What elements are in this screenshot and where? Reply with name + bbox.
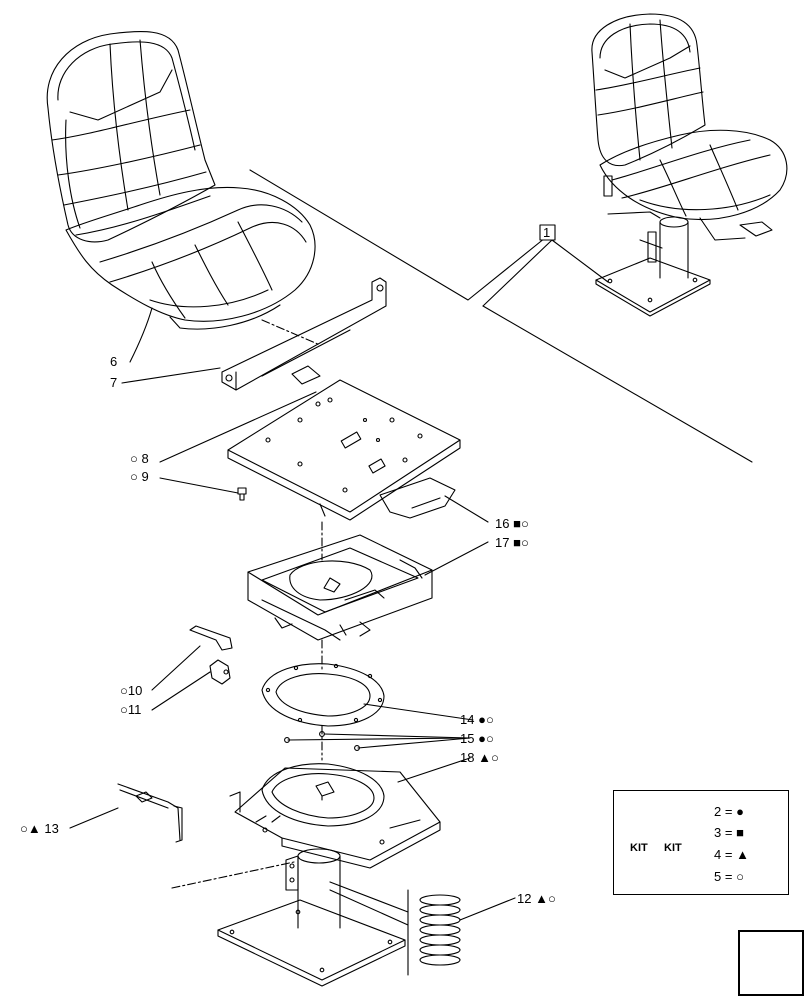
callout-9-number: 9 bbox=[141, 469, 149, 484]
complete-seat-assembly-drawing bbox=[591, 13, 788, 317]
callout-17-number: 17 bbox=[495, 535, 510, 550]
callout-7-number: 7 bbox=[110, 375, 118, 390]
callout-10-number: 10 bbox=[127, 683, 143, 698]
callout-16-label: 16 ■○ bbox=[495, 517, 529, 531]
pillar-base-drawing bbox=[217, 848, 406, 987]
callout-18-label: 18 ▲○ bbox=[460, 751, 499, 765]
callout-17-label: 17 ■○ bbox=[495, 536, 529, 550]
kit-box-text-left: KIT bbox=[630, 842, 648, 854]
callout-16-number: 16 bbox=[495, 516, 510, 531]
kit-legend: KIT KIT 2 = ● 3 = ■ 4 = ▲ 5 = ○ bbox=[613, 790, 789, 895]
open-circle-symbol: ○ bbox=[120, 683, 128, 698]
kit-legend-number: 3 bbox=[714, 825, 722, 840]
adjusting-rod-drawing bbox=[117, 783, 295, 889]
callout-6-number: 6 bbox=[110, 354, 118, 369]
open-circle-symbol: ○ bbox=[120, 702, 128, 717]
swivel-base-drawing bbox=[229, 763, 441, 869]
callout-12-number: 12 bbox=[517, 891, 532, 906]
kit-legend-equals: = bbox=[724, 847, 733, 862]
open-circle-symbol: ○ bbox=[20, 821, 28, 836]
leader-lines bbox=[69, 307, 516, 921]
open-circle-symbol: ○ bbox=[485, 731, 494, 746]
top-plate-drawing bbox=[227, 379, 461, 561]
filled-square-symbol: ■ bbox=[513, 516, 521, 531]
coil-spring-drawing bbox=[329, 881, 461, 976]
callout-13-label: ○▲ 13 bbox=[20, 822, 59, 836]
assembly-callout-lines bbox=[249, 169, 753, 463]
kit-box-text-right: KIT bbox=[664, 842, 682, 854]
kit-legend-equals: = bbox=[724, 804, 733, 819]
open-circle-symbol: ○ bbox=[485, 712, 494, 727]
filled-triangle-symbol: ▲ bbox=[478, 750, 491, 765]
callout-8-label: ○ 8 bbox=[130, 452, 149, 466]
filled-circle-symbol: ● bbox=[478, 712, 486, 727]
kit-legend-equals: = bbox=[724, 825, 733, 840]
seat-bracket-drawing bbox=[221, 277, 387, 391]
kit-legend-number: 4 bbox=[714, 847, 722, 862]
open-circle-symbol: ○ bbox=[547, 891, 556, 906]
filled-circle-symbol: ● bbox=[736, 804, 744, 819]
bolt-drawing bbox=[237, 487, 247, 501]
open-circle-symbol: ○ bbox=[130, 451, 138, 466]
kit-legend-row: 2 = ● bbox=[714, 804, 744, 819]
next-page-button[interactable] bbox=[738, 930, 804, 996]
open-circle-symbol: ○ bbox=[130, 469, 138, 484]
filled-square-symbol: ■ bbox=[513, 535, 521, 550]
kit-legend-row: 3 = ■ bbox=[714, 825, 744, 840]
kit-legend-row: 4 = ▲ bbox=[714, 847, 749, 862]
filled-triangle-symbol: ▲ bbox=[535, 891, 548, 906]
callout-13-number: 13 bbox=[44, 821, 59, 836]
filled-triangle-symbol: ▲ bbox=[736, 847, 749, 862]
callout-9-label: ○ 9 bbox=[130, 470, 149, 484]
callout-box-1 bbox=[539, 224, 556, 241]
callout-15-label: 15 ●○ bbox=[460, 732, 494, 746]
callout-10-label: ○10 bbox=[120, 684, 142, 698]
callout-18-number: 18 bbox=[460, 750, 475, 765]
callout-15-number: 15 bbox=[460, 731, 475, 746]
open-circle-symbol: ○ bbox=[736, 869, 744, 884]
kit-legend-equals: = bbox=[724, 869, 733, 884]
kit-legend-number: 5 bbox=[714, 869, 722, 884]
filled-triangle-symbol: ▲ bbox=[27, 821, 41, 836]
open-circle-symbol: ○ bbox=[520, 535, 529, 550]
small-brackets-drawing bbox=[189, 625, 233, 685]
kit-legend-row: 5 = ○ bbox=[714, 869, 744, 884]
kit-legend-number: 2 bbox=[714, 804, 722, 819]
callout-11-label: ○11 bbox=[120, 703, 141, 717]
callout-14-number: 14 bbox=[460, 712, 475, 727]
callout-7-label: 7 bbox=[110, 376, 117, 390]
callout-12-label: 12 ▲○ bbox=[517, 892, 556, 906]
filled-square-symbol: ■ bbox=[736, 825, 744, 840]
filled-circle-symbol: ● bbox=[478, 731, 486, 746]
slide-rail-frame-drawing bbox=[247, 534, 433, 671]
open-circle-symbol: ○ bbox=[520, 516, 529, 531]
callout-6-label: 6 bbox=[110, 355, 117, 369]
callout-11-number: 11 bbox=[127, 702, 142, 717]
ring-plate-drawing bbox=[261, 663, 385, 761]
callout-8-number: 8 bbox=[141, 451, 149, 466]
callout-14-label: 14 ●○ bbox=[460, 713, 494, 727]
seat-cushion-drawing bbox=[46, 30, 316, 330]
callout-1-label: 1 bbox=[543, 225, 551, 240]
open-circle-symbol: ○ bbox=[490, 750, 499, 765]
